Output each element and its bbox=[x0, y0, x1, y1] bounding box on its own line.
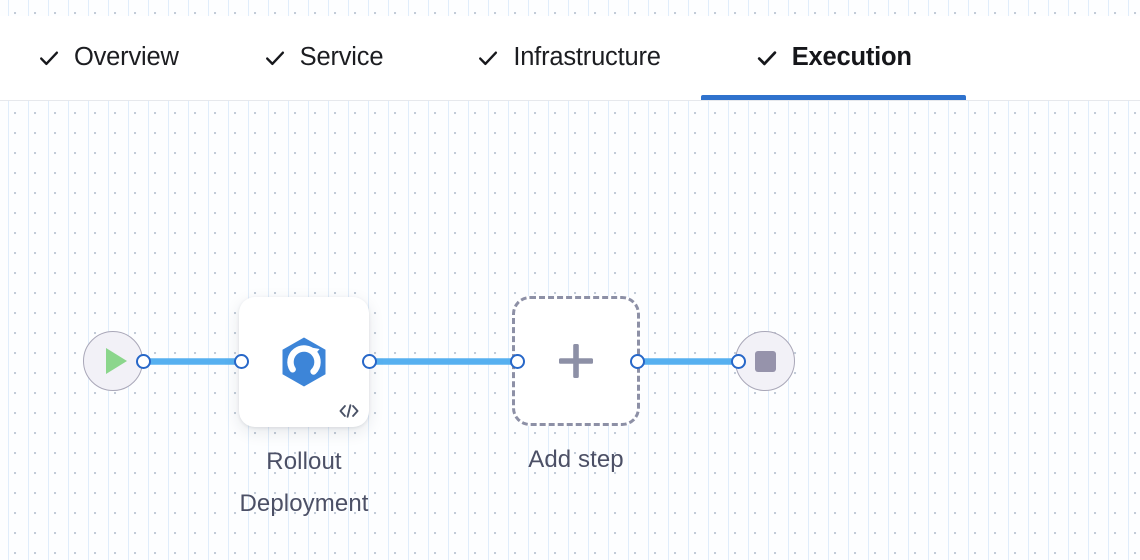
port-rollout-input[interactable] bbox=[234, 354, 249, 369]
tab-list: Overview Service Infrastructur bbox=[0, 16, 966, 100]
start-node[interactable] bbox=[83, 331, 143, 391]
port-addstep-input[interactable] bbox=[510, 354, 525, 369]
plus-icon bbox=[556, 341, 596, 381]
tab-service-label: Service bbox=[299, 43, 384, 72]
check-icon bbox=[756, 47, 778, 69]
tab-service[interactable]: Service bbox=[215, 16, 424, 100]
tab-overview[interactable]: Overview bbox=[0, 16, 215, 100]
step-node-rollout-deployment[interactable] bbox=[239, 297, 369, 427]
port-rollout-output[interactable] bbox=[362, 354, 377, 369]
port-end-input[interactable] bbox=[731, 354, 746, 369]
add-step-node[interactable] bbox=[512, 296, 640, 426]
tab-infrastructure[interactable]: Infrastructure bbox=[423, 16, 700, 100]
check-icon bbox=[264, 47, 286, 69]
tab-execution[interactable]: Execution bbox=[700, 16, 966, 100]
stop-icon bbox=[754, 350, 776, 372]
tab-execution-label: Execution bbox=[791, 43, 912, 72]
add-step-node-label: Add step bbox=[528, 446, 624, 473]
port-start-output[interactable] bbox=[136, 354, 151, 369]
port-addstep-output[interactable] bbox=[630, 354, 645, 369]
rollout-deployment-icon bbox=[278, 336, 330, 388]
tab-infrastructure-label: Infrastructure bbox=[513, 43, 661, 72]
play-icon bbox=[106, 348, 127, 374]
execution-flow-graph: Rollout Deployment Add step bbox=[0, 101, 1140, 560]
tab-active-indicator bbox=[700, 95, 966, 100]
step-node-rollout-deployment-label: Rollout Deployment bbox=[239, 448, 369, 517]
check-icon bbox=[477, 47, 499, 69]
tab-overview-label: Overview bbox=[74, 43, 179, 72]
check-icon bbox=[38, 47, 60, 69]
pipeline-stage-tabbar: Overview Service Infrastructur bbox=[0, 16, 1140, 101]
code-icon bbox=[338, 402, 360, 420]
